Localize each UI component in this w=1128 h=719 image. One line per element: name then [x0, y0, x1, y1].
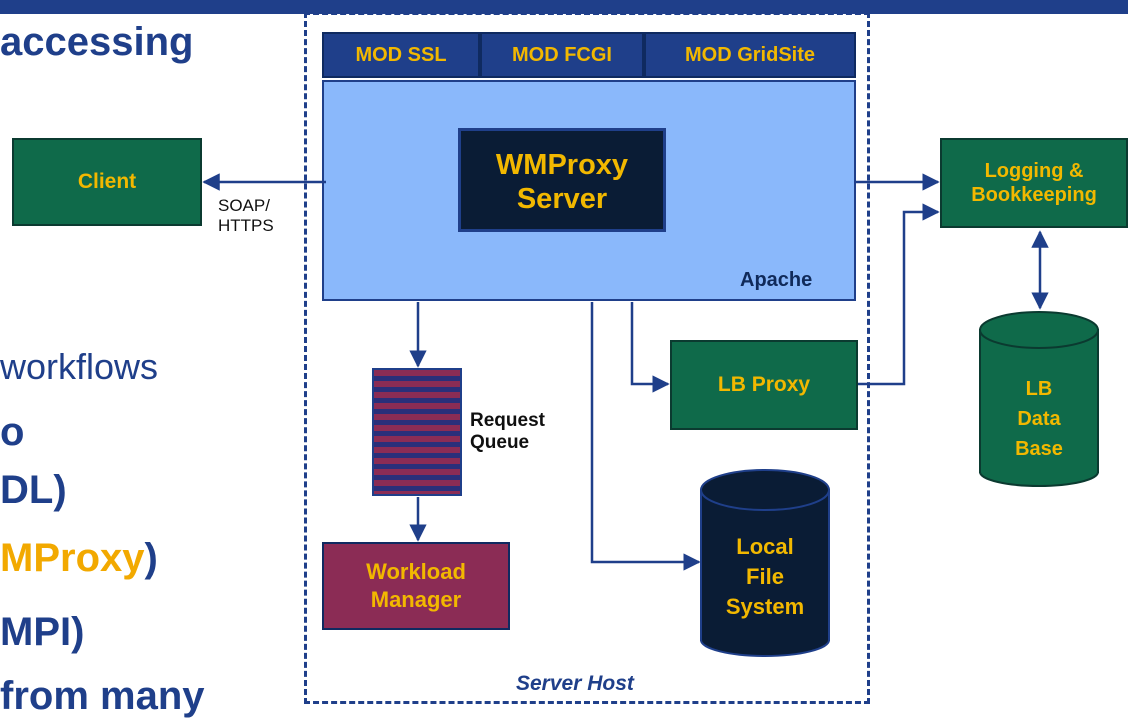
server-host-boundary	[304, 12, 870, 704]
mod-fcgi-box: MOD FCGI	[480, 32, 644, 78]
server-host-label: Server Host	[516, 672, 634, 695]
logging-line1: Logging &	[984, 160, 1084, 182]
lb-database-label: LB Data Base	[984, 374, 1094, 464]
request-queue-stack	[372, 368, 462, 496]
lb-database-cylinder	[979, 311, 1099, 487]
slide-text-o: o	[0, 410, 25, 454]
slide-text-wmproxy-end: )	[144, 536, 158, 580]
arrow-apache-to-lbproxy	[630, 302, 670, 393]
slide-text-wmproxy-highlight: MProxy	[0, 536, 145, 580]
lfs-line1: Local	[736, 534, 794, 559]
client-box: Client	[12, 138, 202, 226]
lb-proxy-box: LB Proxy	[670, 340, 858, 430]
slide-text-workflows: workflows	[0, 346, 159, 387]
slide-text-mpi: MPI)	[0, 610, 85, 654]
lbdb-line2: Data	[1017, 408, 1061, 430]
lfs-line2: File	[746, 564, 784, 589]
lfs-line3: System	[725, 594, 805, 619]
protocol-label: SOAP/ HTTPS	[218, 196, 274, 236]
queue-line1: Request	[470, 410, 545, 431]
wmproxy-server-box: WMProxy Server	[458, 128, 666, 232]
lbdb-line1: LB	[1025, 378, 1053, 400]
wmproxy-line2: Server	[516, 183, 608, 215]
wm-line1: Workload	[366, 559, 466, 584]
slide-text-dl: DL)	[0, 468, 67, 512]
logging-bookkeeping-box: Logging & Bookkeeping	[940, 138, 1128, 228]
wm-line2: Manager	[370, 587, 462, 612]
mod-gridsite-box: MOD GridSite	[644, 32, 856, 78]
arrow-apache-to-localfs	[590, 302, 701, 571]
mod-ssl-box: MOD SSL	[322, 32, 480, 78]
local-file-system-cylinder	[700, 469, 830, 657]
protocol-label-line1: SOAP/	[218, 196, 270, 215]
slide-text-wmproxy: MProxy)	[0, 536, 158, 581]
logging-line2: Bookkeeping	[971, 184, 1097, 206]
request-queue-label: Request Queue	[470, 410, 545, 454]
lbdb-line3: Base	[1015, 438, 1063, 460]
slide-text-accessing: accessing	[0, 20, 194, 64]
local-file-system-label: Local File System	[705, 532, 825, 622]
protocol-label-line2: HTTPS	[218, 216, 274, 235]
top-bar	[0, 0, 1128, 14]
apache-label: Apache	[740, 269, 813, 291]
wmproxy-line1: WMProxy	[495, 149, 629, 181]
workload-manager-box: Workload Manager	[322, 542, 510, 630]
queue-line2: Queue	[470, 432, 530, 453]
arrow-lbproxy-to-logging	[858, 203, 940, 386]
